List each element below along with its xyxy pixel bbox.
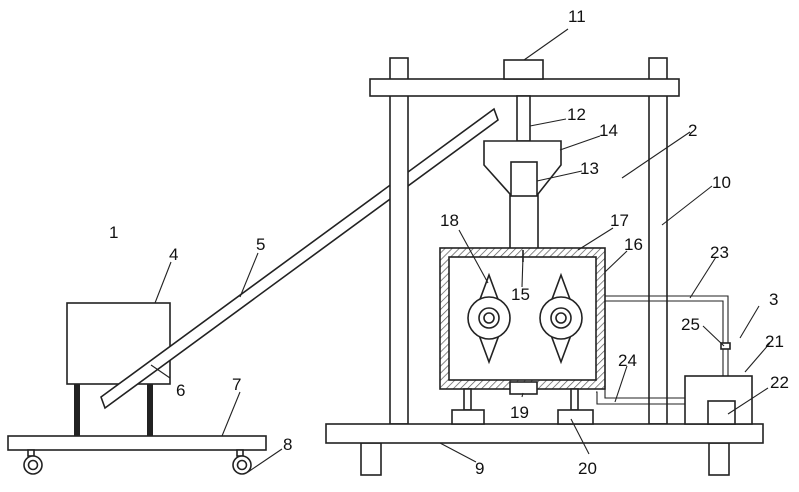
base-foot-left: [361, 443, 381, 475]
label-14: 14: [599, 121, 618, 140]
label-4: 4: [169, 245, 178, 264]
label-6: 6: [176, 381, 185, 400]
frame-column-right: [649, 58, 667, 424]
cart-platform: [8, 436, 266, 450]
support-pad-right: [558, 410, 593, 424]
chamber-support-left: [464, 389, 471, 410]
motor-block: [511, 162, 537, 196]
label-21: 21: [765, 332, 784, 351]
label-19: 19: [510, 403, 529, 422]
base-foot-right: [709, 443, 729, 475]
frame-column-left: [390, 58, 408, 424]
support-pad-left: [452, 410, 484, 424]
label-11: 11: [568, 7, 586, 26]
conveyor-tube: [101, 109, 498, 408]
label-10: 10: [712, 173, 731, 192]
label-16: 16: [624, 235, 643, 254]
hopper-leg-left: [74, 384, 80, 436]
label-9: 9: [475, 459, 484, 478]
top-crossbeam: [370, 79, 679, 96]
label-20: 20: [578, 459, 597, 478]
label-7: 7: [232, 375, 241, 394]
cart-wheel-right: [233, 450, 251, 474]
label-8: 8: [283, 435, 292, 454]
chamber-support-right: [571, 389, 578, 410]
chamber-outlet: [510, 382, 537, 394]
cart-wheel-left: [24, 450, 42, 474]
label-24: 24: [618, 351, 637, 370]
water-tank-assembly: [685, 376, 752, 424]
label-23: 23: [710, 243, 729, 262]
base-plate: [326, 424, 763, 443]
label-2: 2: [688, 121, 697, 140]
vertical-shaft: [517, 96, 530, 141]
cart-assembly: [8, 109, 498, 474]
label-25: 25: [681, 315, 700, 334]
label-22: 22: [770, 373, 789, 392]
label-13: 13: [580, 159, 599, 178]
top-motor: [504, 60, 543, 79]
label-18: 18: [440, 211, 459, 230]
label-17: 17: [610, 211, 629, 230]
label-15: 15: [511, 285, 530, 304]
label-3: 3: [769, 290, 778, 309]
label-1: 1: [109, 223, 118, 242]
label-12: 12: [567, 105, 586, 124]
label-5: 5: [256, 235, 265, 254]
